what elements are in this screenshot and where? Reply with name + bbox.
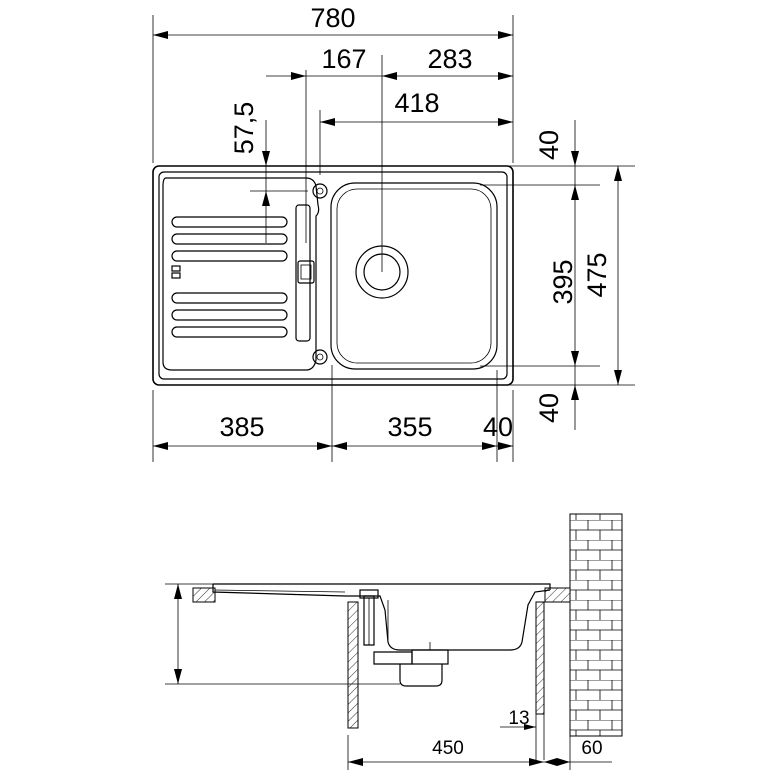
- dim-drainer-length: 385: [219, 412, 264, 442]
- drainer-channel: [295, 204, 311, 342]
- dim-panel-thickness: 13: [508, 708, 529, 729]
- tap-hole-bottom: [312, 349, 328, 365]
- channel-overflow: [297, 260, 315, 284]
- sink-outer-outline: [152, 165, 514, 386]
- dim-top-edge: 40: [534, 130, 564, 160]
- dim-tap-offset: 167: [321, 44, 366, 74]
- overflow-slot: [171, 265, 181, 279]
- dim-bowl-depth: 395: [548, 259, 578, 304]
- drainer-outline: [162, 177, 320, 371]
- worktop-left: [192, 587, 216, 603]
- dim-cabinet-width: 450: [432, 738, 464, 759]
- drainer-grooves-lower: [171, 292, 288, 338]
- overflow-pipe: [363, 595, 375, 646]
- side-view: 13 450 60: [165, 513, 623, 770]
- top-view: 780 167 283 418 57,5 40 395 40 475: [152, 3, 635, 462]
- drainer-grooves-upper: [171, 216, 288, 262]
- worktop-right: [544, 587, 571, 603]
- cabinet-panel-left: [347, 601, 359, 729]
- dim-bowl-length: 355: [387, 412, 432, 442]
- dim-drainer-offset: 57,5: [229, 102, 259, 155]
- dim-right-edge: 40: [483, 412, 513, 442]
- drain-assembly: [373, 651, 413, 665]
- tap-hole-top: [312, 183, 328, 199]
- dim-bowl-width: 418: [394, 88, 439, 118]
- bowl-outline: [330, 182, 498, 370]
- bowl-inner: [336, 188, 492, 364]
- cabinet-panel-right: [535, 601, 545, 715]
- dim-bowl-to-right: 283: [427, 44, 472, 74]
- dim-overall-width: 780: [310, 3, 355, 33]
- sink-profile: [212, 583, 551, 651]
- dim-wall-gap: 60: [581, 738, 602, 759]
- dim-bottom-edge: 40: [534, 393, 564, 423]
- brick-wall: [569, 513, 623, 737]
- sink-inner-rim: [158, 171, 508, 380]
- dim-overall-depth: 475: [582, 252, 612, 297]
